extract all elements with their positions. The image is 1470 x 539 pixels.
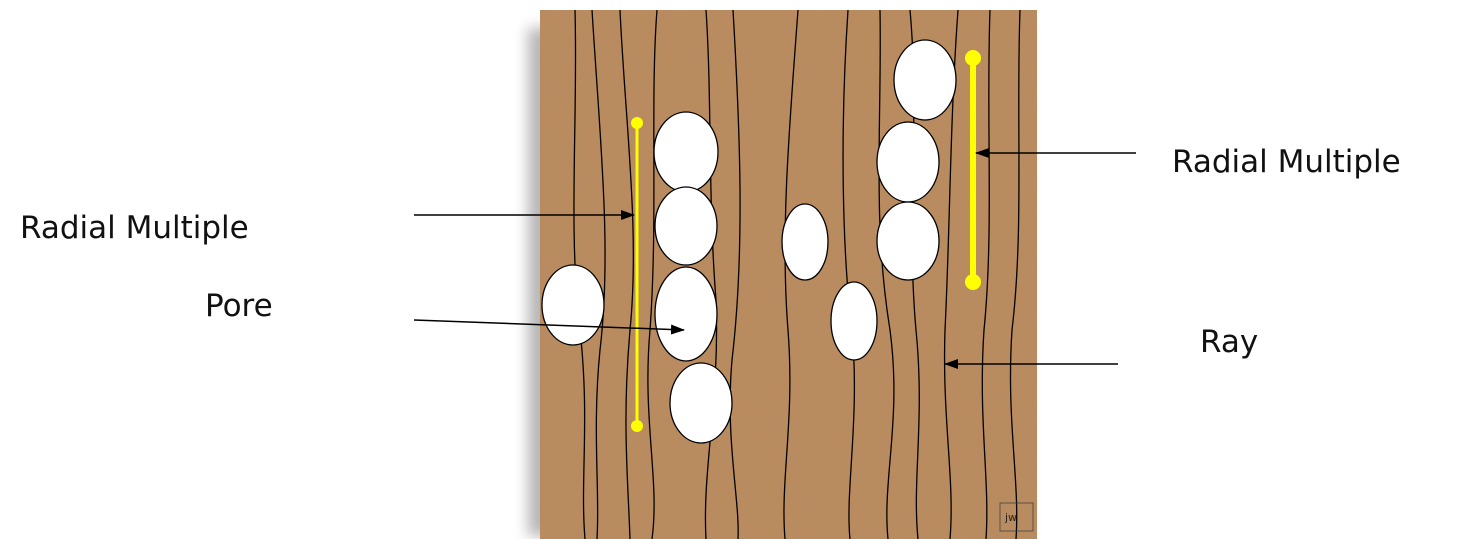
pore bbox=[669, 362, 733, 444]
pore-label: Pore bbox=[205, 288, 273, 324]
marker-end-dot bbox=[965, 50, 981, 66]
radial-multiple-markers bbox=[631, 50, 981, 432]
ray-line bbox=[943, 9, 959, 539]
author-initials: jw bbox=[1004, 511, 1017, 524]
arrow-pore bbox=[413, 319, 685, 335]
pore bbox=[654, 186, 718, 266]
ray-label: Ray bbox=[1200, 324, 1259, 360]
pore bbox=[541, 264, 605, 346]
ray-line bbox=[647, 9, 658, 539]
radial-multiple-label-right: Radial Multiple bbox=[1172, 144, 1401, 180]
ray-line bbox=[981, 9, 991, 539]
ray-lines bbox=[573, 9, 1021, 539]
ray-line bbox=[783, 9, 799, 539]
ray-line bbox=[1009, 9, 1021, 539]
ray-line bbox=[591, 9, 606, 539]
marker-end-dot bbox=[631, 420, 643, 432]
pore bbox=[893, 39, 957, 121]
pore bbox=[876, 121, 940, 203]
ray-line bbox=[729, 9, 741, 539]
ray-line bbox=[878, 9, 895, 539]
marker-end-dot bbox=[631, 117, 643, 129]
arrows bbox=[413, 148, 1136, 369]
pore bbox=[830, 281, 878, 361]
pores bbox=[541, 39, 957, 444]
pore bbox=[653, 111, 719, 193]
ray-line bbox=[619, 9, 634, 539]
pore bbox=[876, 201, 940, 281]
wood-panel bbox=[540, 10, 1037, 539]
pore bbox=[654, 266, 718, 362]
radial-multiple-label-left: Radial Multiple bbox=[20, 210, 249, 246]
initials-box bbox=[999, 502, 1034, 532]
marker-end-dot bbox=[965, 274, 981, 290]
pore bbox=[781, 203, 829, 281]
